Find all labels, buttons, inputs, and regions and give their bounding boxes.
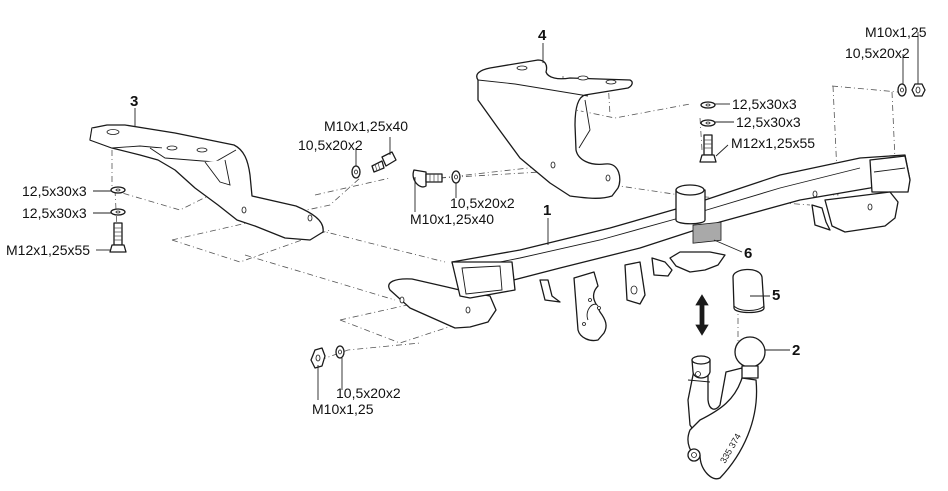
spec-right-bolt: M12x1,25x55 xyxy=(731,135,815,151)
movement-arrow-icon xyxy=(695,294,709,336)
spec-left-bolt: M12x1,25x55 xyxy=(6,242,90,258)
crossbar-part-1 xyxy=(388,154,911,342)
part-number-2: 2 xyxy=(792,342,800,359)
spec-center-right-washer: 10,5x20x2 xyxy=(450,195,515,211)
spec-bottom-nut: M10x1,25 xyxy=(312,401,374,417)
spec-left-washer-top: 12,5x30x3 xyxy=(22,183,87,199)
spec-right-washer-top: 12,5x30x3 xyxy=(732,96,797,112)
part-number-6: 6 xyxy=(744,245,752,262)
spec-center-left-bolt: M10x1,25x40 xyxy=(324,118,408,134)
spec-bottom-washer: 10,5x20x2 xyxy=(336,385,401,401)
part-number-1: 1 xyxy=(543,202,551,219)
ball-cap-part-5 xyxy=(732,268,765,314)
part-number-5: 5 xyxy=(772,287,780,304)
far-right-fastener xyxy=(897,83,926,97)
left-bracket-part-3 xyxy=(89,124,324,241)
warning-label-part-6 xyxy=(692,221,722,244)
part-number-4: 4 xyxy=(538,27,547,44)
left-fastener-stack xyxy=(109,186,127,253)
center-right-fastener xyxy=(412,169,461,188)
bottom-fastener xyxy=(310,345,345,369)
spec-left-washer-bottom: 12,5x30x3 xyxy=(22,205,87,221)
center-left-fastener xyxy=(351,151,397,179)
spec-right-washer-bottom: 12,5x30x3 xyxy=(736,114,801,130)
labels: 3 4 1 6 5 2 12,5x30x3 12,5x30x3 M12x1,25… xyxy=(6,24,927,417)
leader-lines xyxy=(93,32,919,400)
part-number-3: 3 xyxy=(130,93,138,110)
spec-far-right-nut: M10x1,25 xyxy=(865,24,927,40)
right-fastener-stack xyxy=(699,101,717,163)
tow-ball-hook-part-2: 335 374 xyxy=(687,336,766,480)
spec-center-right-bolt: M10x1,25x40 xyxy=(410,211,494,227)
spec-far-right-washer: 10,5x20x2 xyxy=(845,45,910,61)
spec-center-left-washer: 10,5x20x2 xyxy=(298,137,363,153)
right-bracket-part-4 xyxy=(476,59,633,199)
